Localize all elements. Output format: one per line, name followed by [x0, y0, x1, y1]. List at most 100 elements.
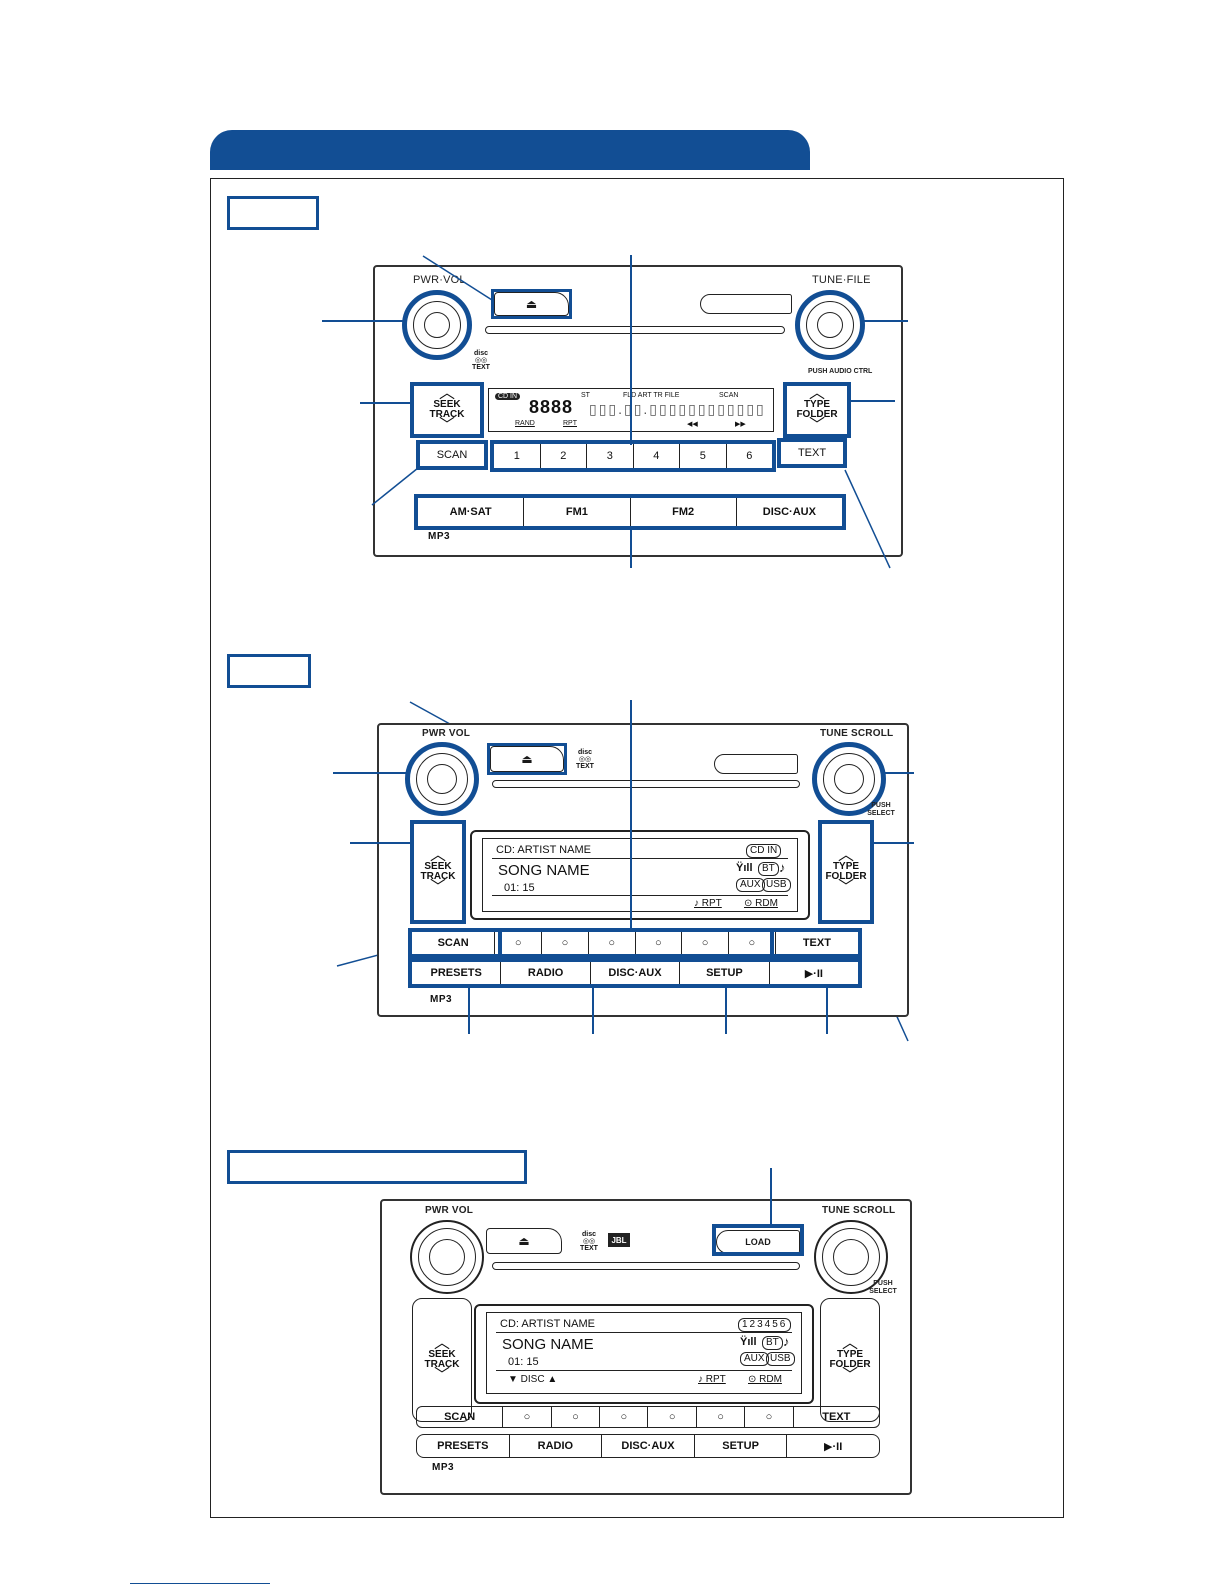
play-pause-button[interactable]: ▶·II — [824, 1440, 843, 1453]
preset-button[interactable]: ○ — [697, 1407, 746, 1427]
tune-scroll-sub-label: PUSH SELECT — [869, 1280, 897, 1295]
radio-button[interactable]: RADIO — [510, 1435, 603, 1457]
leader-line — [630, 255, 632, 445]
preset-button[interactable]: 2 — [541, 444, 587, 468]
preset-button[interactable]: ○ — [600, 1407, 649, 1427]
tune-file-knob[interactable] — [795, 290, 865, 360]
seek-track-highlight — [410, 382, 484, 438]
text-button[interactable]: TEXT — [822, 1411, 851, 1423]
lcd-rpt: RPT — [563, 420, 577, 427]
preset-button[interactable]: 5 — [680, 444, 727, 468]
preset-row: 1 2 3 4 5 6 — [494, 444, 772, 468]
type-folder-highlight — [783, 382, 851, 438]
screen-inner — [486, 1312, 802, 1394]
preset-button[interactable]: ○ — [636, 932, 683, 954]
fm2-button[interactable]: FM2 — [631, 498, 737, 526]
preset-button[interactable]: ○ — [589, 932, 636, 954]
pwr-vol-knob[interactable] — [410, 1220, 484, 1294]
scan-preset-text-row: SCAN ○ ○ ○ ○ ○ ○ TEXT — [412, 932, 858, 954]
disc-aux-button[interactable]: DISC·AUX — [591, 962, 681, 984]
aux-tag: AUX — [736, 878, 765, 892]
lcd-scan: SCAN — [719, 392, 739, 399]
tune-scroll-knob[interactable] — [812, 742, 886, 816]
band-row: AM·SAT FM1 FM2 DISC·AUX — [418, 498, 842, 526]
fm1-button[interactable]: FM1 — [524, 498, 631, 526]
lcd-digits: 8888 — [529, 397, 574, 417]
tune-scroll-knob[interactable] — [814, 1220, 888, 1294]
disc-slot — [485, 326, 785, 334]
band-row-highlight — [414, 494, 846, 530]
lcd-st: ST — [581, 392, 590, 399]
preset-button[interactable]: ○ — [503, 1407, 552, 1427]
text-button[interactable]: TEXT — [797, 447, 827, 459]
preset-button[interactable]: ○ — [542, 932, 589, 954]
scan-highlight — [416, 440, 488, 470]
preset-button[interactable]: ○ — [495, 932, 543, 954]
leader-line — [884, 772, 914, 774]
eject-button[interactable]: ⏏ — [494, 292, 569, 316]
screen-source: CD: ARTIST NAME — [496, 844, 591, 856]
preset-button[interactable]: 1 — [494, 444, 541, 468]
preset-button[interactable]: ○ — [745, 1407, 794, 1427]
lcd-rew: ◀◀ — [687, 421, 698, 428]
seek-track-highlight — [410, 820, 466, 924]
disc-slots-tag: 123456 — [738, 1318, 792, 1332]
seek-track-panel — [412, 1298, 472, 1422]
play-pause-button[interactable]: ▶·II — [804, 967, 823, 980]
lcd-fld: FLD ART TR FILE — [623, 392, 680, 399]
bt-tag: BT — [762, 1336, 783, 1350]
scan-button[interactable]: SCAN — [417, 1407, 504, 1427]
disc-slot — [492, 1262, 800, 1270]
leader-line — [322, 320, 404, 322]
jbl-logo: JBL — [608, 1233, 630, 1247]
preset-button[interactable]: 4 — [634, 444, 680, 468]
pwr-vol-knob[interactable] — [405, 742, 479, 816]
text-highlight — [770, 928, 862, 958]
eject-button[interactable]: ⏏ — [486, 1228, 562, 1254]
text-button[interactable]: TEXT — [802, 937, 831, 949]
preset-row-highlight — [490, 440, 776, 472]
disc-aux-button[interactable]: DISC·AUX — [762, 506, 816, 518]
screen-source: CD: ARTIST NAME — [500, 1318, 595, 1330]
preset-button[interactable]: 3 — [587, 444, 634, 468]
lcd-ff: ▶▶ — [735, 421, 746, 428]
presets-button[interactable]: PRESETS — [412, 962, 502, 984]
song-name: SONG NAME — [498, 862, 590, 879]
preset-button[interactable]: 6 — [746, 450, 753, 462]
preset-button[interactable]: ○ — [682, 932, 729, 954]
presets-button[interactable]: PRESETS — [417, 1435, 510, 1457]
am-sat-button[interactable]: AM·SAT — [418, 498, 525, 526]
disc-aux-button[interactable]: DISC·AUX — [602, 1435, 695, 1457]
rpt-indicator: ♪ RPT — [698, 1374, 726, 1385]
pwr-vol-label: PWR VOL — [425, 1205, 474, 1216]
setup-button[interactable]: SETUP — [695, 1435, 788, 1457]
signal-icon: Ÿıll — [736, 862, 753, 874]
load-highlight — [712, 1224, 804, 1256]
preset-button[interactable]: ○ — [552, 1407, 601, 1427]
scan-button[interactable]: SCAN — [436, 449, 468, 461]
preset-button[interactable]: ○ — [648, 1407, 697, 1427]
usb-tag: USB — [766, 1352, 795, 1366]
eject-button[interactable]: ⏏ — [490, 746, 564, 772]
pwr-vol-knob[interactable] — [402, 290, 472, 360]
scan-button[interactable]: SCAN — [412, 932, 496, 954]
mp3-logo: MP3 — [428, 531, 451, 542]
lcd-rand: RAND — [515, 420, 535, 427]
leader-line — [350, 842, 412, 844]
right-slot-trim — [714, 754, 798, 774]
footer-underline — [130, 1583, 270, 1584]
bt-tag: BT — [758, 862, 779, 876]
setup-button[interactable]: SETUP — [680, 962, 770, 984]
leader-line — [630, 526, 632, 568]
cd-in-tag: CD IN — [746, 844, 782, 858]
preset-button[interactable]: ○ — [729, 932, 776, 954]
radio-button[interactable]: RADIO — [501, 962, 591, 984]
screen: CD: ARTIST NAME CD IN SONG NAME Ÿıll BT … — [470, 830, 810, 920]
load-button[interactable]: LOAD — [716, 1230, 800, 1254]
